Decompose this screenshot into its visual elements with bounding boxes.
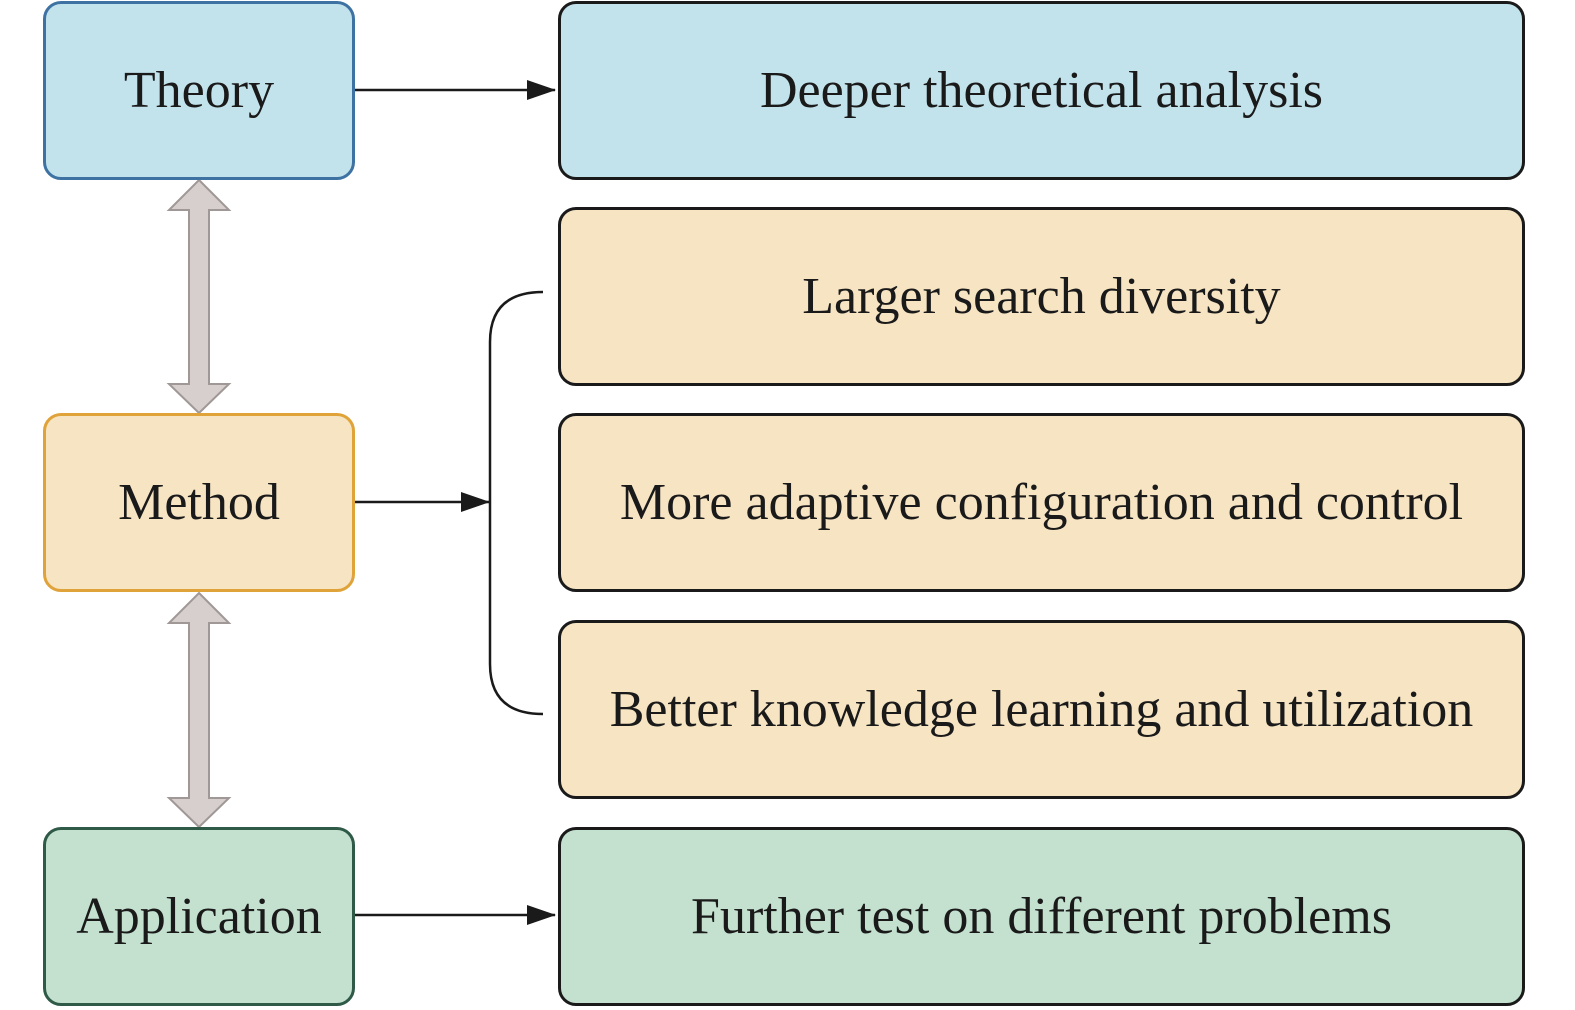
application-label: Application: [76, 888, 322, 945]
theory-label: Theory: [123, 62, 275, 119]
theory-box: Theory: [43, 1, 355, 180]
method-outcome-label-1: Larger search diversity: [802, 268, 1281, 325]
method-bracket: [488, 290, 544, 716]
method-outcome-label-2: More adaptive configuration and control: [619, 474, 1464, 531]
method-outcome-box-3: Better knowledge learning and utilizatio…: [558, 620, 1525, 799]
method-outcome-box-2: More adaptive configuration and control: [558, 413, 1525, 592]
arrowhead-application: [527, 905, 556, 925]
application-outcome-label: Further test on different problems: [691, 888, 1392, 945]
method-outcome-label-3: Better knowledge learning and utilizatio…: [609, 681, 1474, 738]
application-outcome-box: Further test on different problems: [558, 827, 1525, 1006]
method-outcome-box-1: Larger search diversity: [558, 207, 1525, 386]
arrowhead-method: [461, 492, 490, 512]
method-box: Method: [43, 413, 355, 592]
theory-outcome-label: Deeper theoretical analysis: [759, 62, 1324, 119]
application-box: Application: [43, 827, 355, 1006]
double-arrow-method-application: [166, 591, 232, 829]
method-label: Method: [118, 474, 280, 531]
theory-outcome-box: Deeper theoretical analysis: [558, 1, 1525, 180]
arrowhead-theory: [527, 80, 556, 100]
double-arrow-theory-method: [166, 178, 232, 415]
